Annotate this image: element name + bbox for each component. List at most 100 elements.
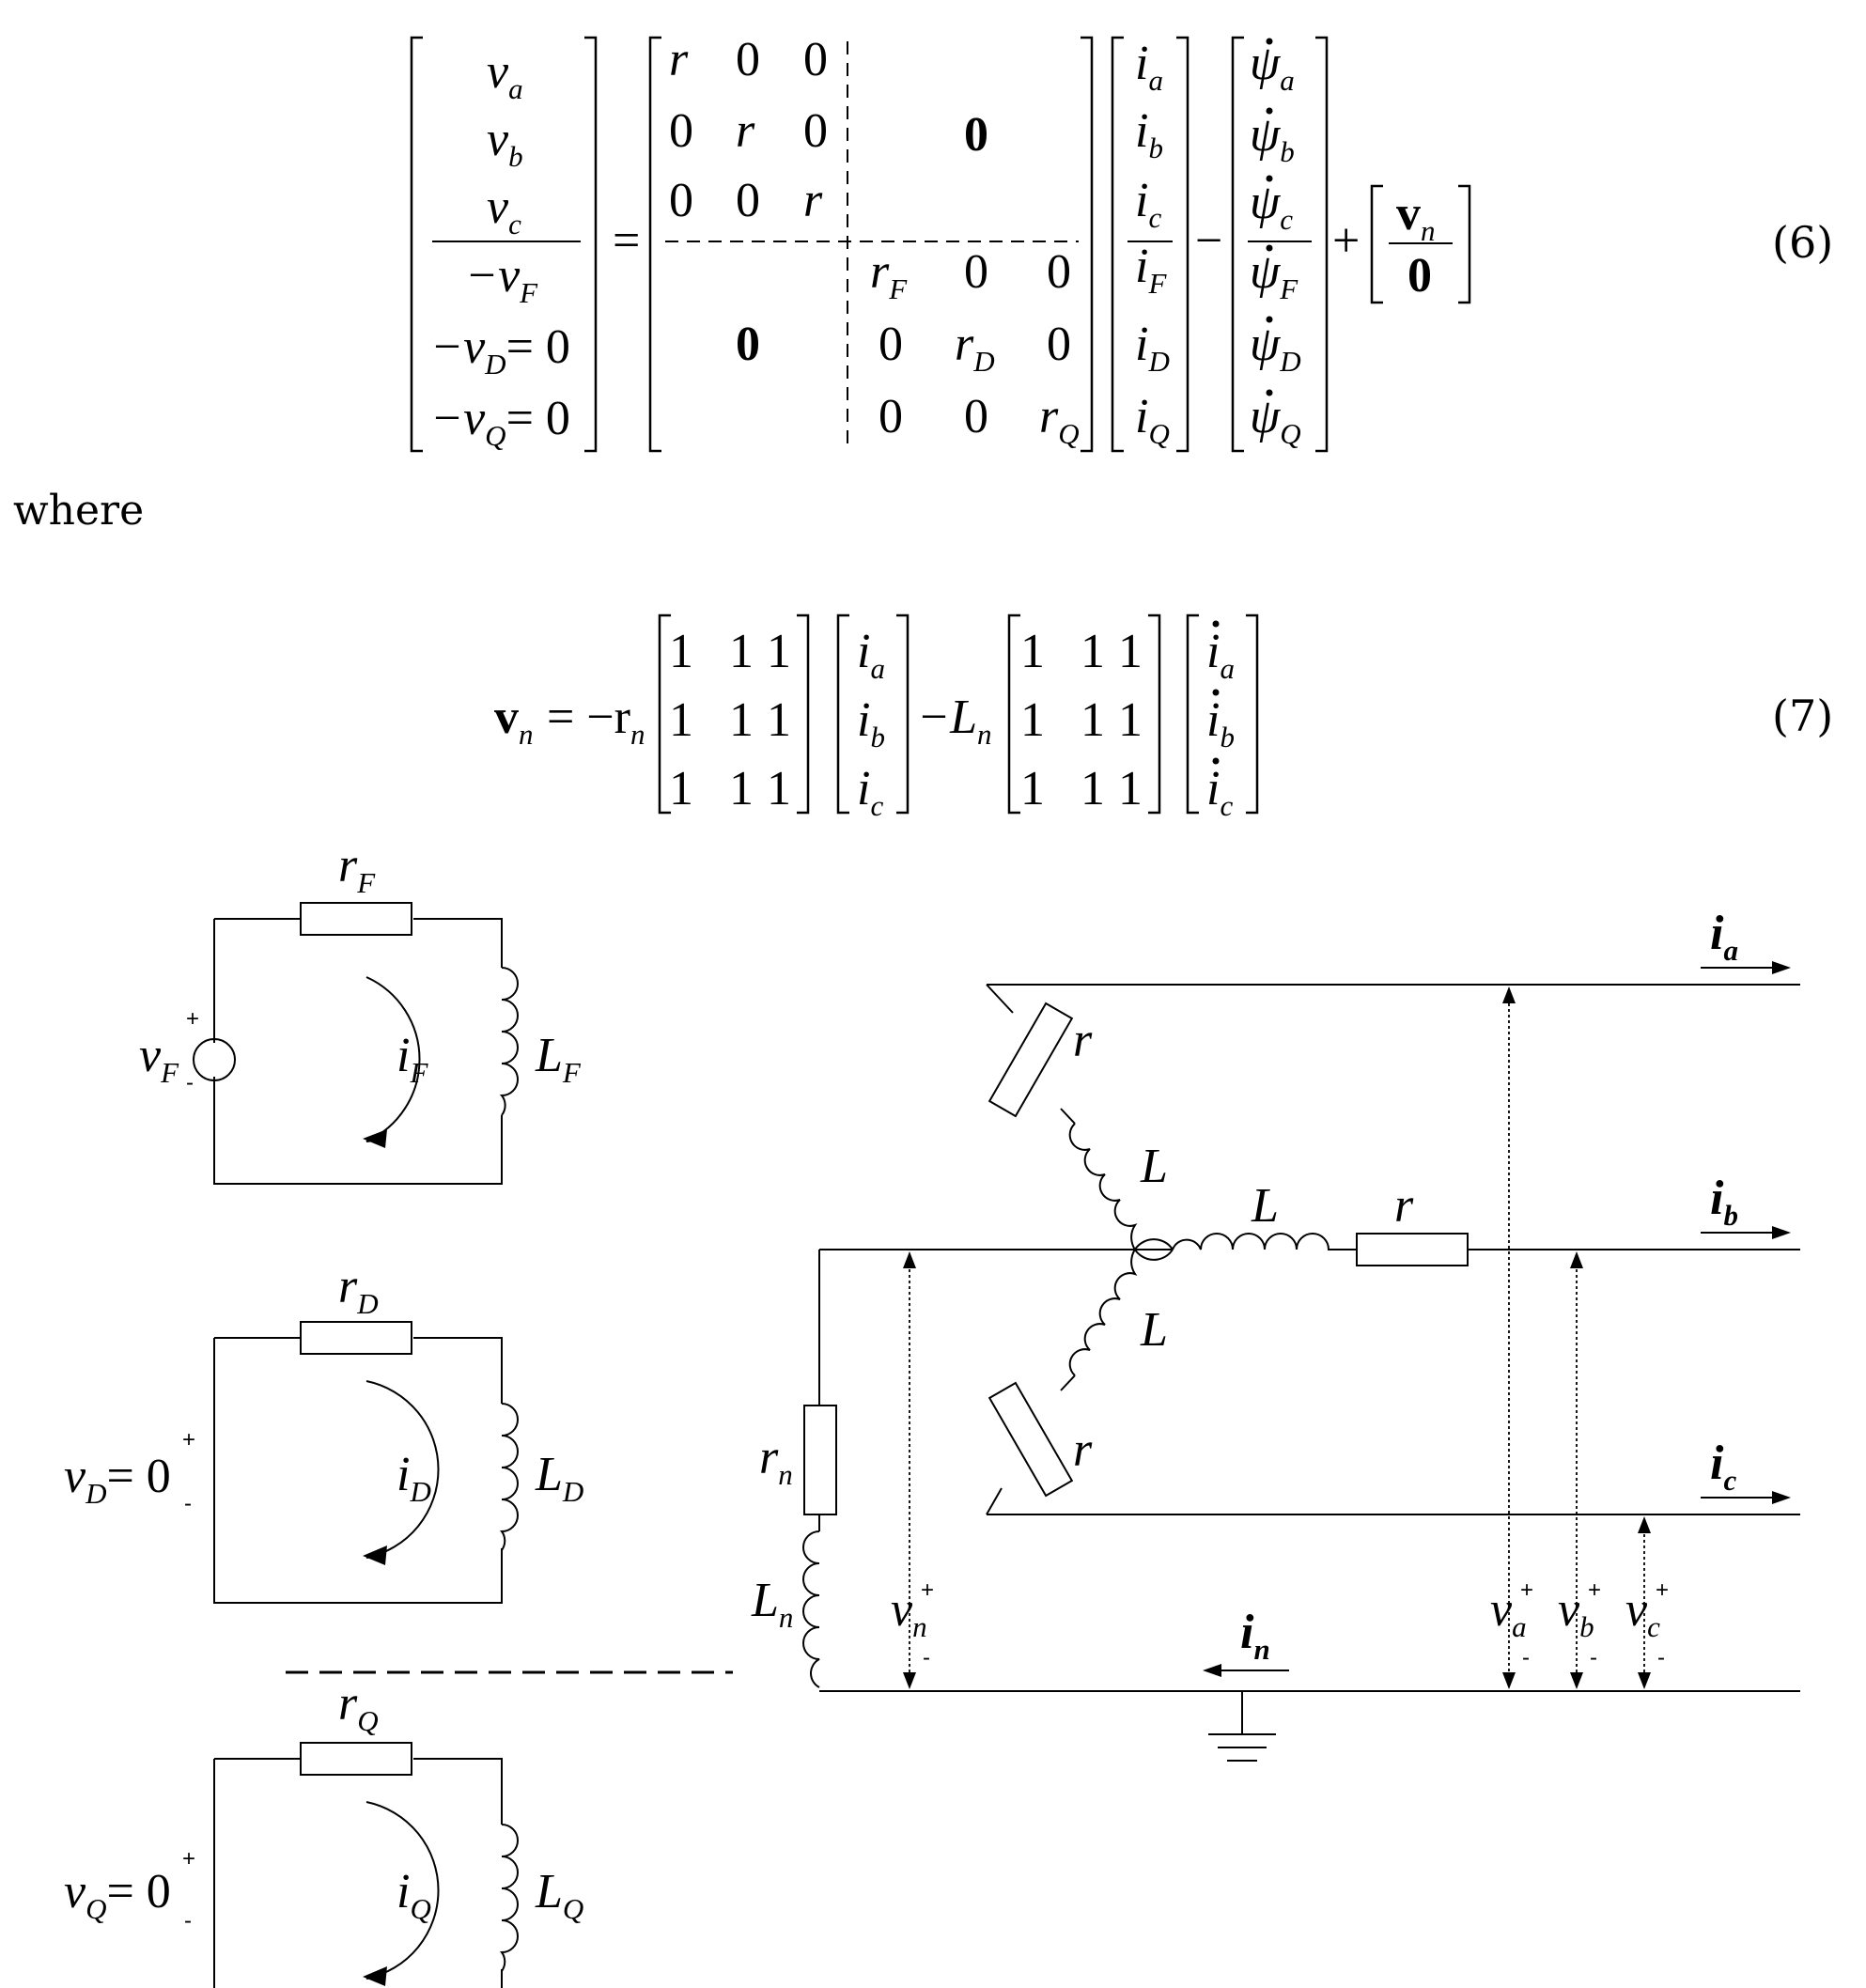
- damper-q-labels: rQ vQ= 0 + - iQ LQ: [64, 1677, 583, 1934]
- svg-text:iD: iD: [1135, 318, 1170, 378]
- stator-labels: r L L r L r rn Ln ia ib ic in vn va vb v…: [751, 907, 1738, 1670]
- equals-sign: =: [613, 214, 640, 268]
- stator-circuit: [802, 984, 1800, 1762]
- svg-text:1: 1: [1020, 625, 1045, 678]
- voltage-arrowheads: [903, 986, 1651, 1689]
- svg-text:r: r: [1073, 1014, 1093, 1067]
- svg-text:ib: ib: [857, 693, 885, 753]
- svg-text:= −rn: = −rn: [547, 691, 645, 751]
- svg-text:ψb: ψb: [1250, 108, 1295, 168]
- svg-text:+: +: [1588, 1577, 1601, 1603]
- svg-text:0: 0: [736, 318, 760, 371]
- svg-text:rF: rF: [338, 839, 376, 899]
- resistance-matrix: r 0 0 0 r 0 0 0 r 0 0 rF 0 0 0 rD 0 0 0 …: [669, 33, 1080, 450]
- svg-text:iQ: iQ: [397, 1865, 431, 1925]
- svg-text:−vQ= 0: −vQ= 0: [430, 392, 570, 452]
- current-vector-abc: ia ib ic: [857, 625, 885, 822]
- svg-text:ib: ib: [1135, 104, 1163, 164]
- svg-text:0: 0: [964, 245, 988, 299]
- svg-text:1: 1: [767, 762, 791, 815]
- ones-matrix-1: 1 1 1 1 1 1 1 1 1: [669, 625, 791, 815]
- svg-text:−Ln: −Ln: [917, 691, 992, 751]
- svg-text:r: r: [803, 174, 823, 227]
- svg-text:ψc: ψc: [1250, 176, 1293, 236]
- svg-text:ψQ: ψQ: [1250, 390, 1301, 450]
- svg-text:vn: vn: [1396, 187, 1436, 247]
- svg-text:vb: vb: [1558, 1583, 1594, 1643]
- svg-text:rD: rD: [955, 318, 995, 378]
- svg-text:r: r: [736, 104, 755, 158]
- svg-text:1: 1: [767, 625, 791, 678]
- svg-text:0: 0: [1047, 245, 1071, 299]
- svg-text:r: r: [1394, 1179, 1414, 1233]
- svg-text:ia: ia: [857, 625, 885, 685]
- svg-text:ic: ic: [1135, 174, 1161, 234]
- svg-text:ic: ic: [857, 762, 883, 822]
- svg-text:-: -: [184, 1908, 192, 1934]
- svg-text:1: 1: [1118, 693, 1143, 747]
- svg-text:rQ: rQ: [1039, 390, 1080, 450]
- svg-text:0: 0: [1047, 318, 1071, 371]
- svg-text:vn: vn: [891, 1583, 927, 1643]
- svg-text:0: 0: [669, 174, 693, 227]
- svg-text:0: 0: [669, 104, 693, 158]
- svg-text:iD: iD: [397, 1448, 431, 1508]
- svg-text:+: +: [186, 1006, 199, 1032]
- svg-text:in: in: [1240, 1606, 1270, 1666]
- equation-7: vn = −rn 1 1 1 1 1 1 1 1 1 ia ib ic −Ln …: [494, 613, 1833, 822]
- svg-text:1: 1: [1081, 625, 1105, 678]
- svg-text:r: r: [1073, 1423, 1093, 1477]
- svg-text:0: 0: [964, 108, 988, 162]
- neutral-voltage-vector: vn 0: [1396, 187, 1436, 303]
- svg-text:0: 0: [879, 390, 903, 443]
- damper-d-labels: rD vD= 0 + - iD LD: [64, 1260, 583, 1516]
- svg-text:L: L: [1140, 1303, 1168, 1357]
- svg-text:ic: ic: [1710, 1437, 1736, 1497]
- field-current-arrowhead: [363, 1129, 387, 1148]
- svg-text:+: +: [1520, 1577, 1533, 1603]
- current-derivative-vector: ia ib ic: [1206, 620, 1235, 822]
- damper-d-circuit: [213, 1321, 519, 1604]
- minus-sign: −: [1195, 214, 1222, 268]
- svg-text:−vF: −vF: [465, 249, 538, 309]
- lhs-vector: va vb vc −vF −vD= 0 −vQ= 0: [430, 45, 570, 452]
- svg-text:ib: ib: [1710, 1172, 1738, 1232]
- svg-text:1: 1: [1020, 693, 1045, 747]
- where-text: where: [13, 487, 144, 535]
- svg-text:vD= 0: vD= 0: [64, 1450, 171, 1510]
- svg-text:1: 1: [1081, 762, 1105, 815]
- svg-text:vn: vn: [494, 691, 534, 751]
- plus-sign: +: [1332, 214, 1360, 268]
- svg-text:ib: ib: [1206, 693, 1235, 753]
- svg-text:0: 0: [736, 174, 760, 227]
- svg-text:0: 0: [803, 33, 828, 86]
- svg-text:L: L: [1251, 1179, 1279, 1233]
- svg-text:ψF: ψF: [1250, 245, 1298, 305]
- svg-text:-: -: [1657, 1645, 1665, 1670]
- field-circuit: [193, 902, 519, 1185]
- svg-text:va: va: [487, 45, 523, 105]
- current-arrows: [1203, 961, 1791, 1677]
- svg-text:-: -: [1590, 1645, 1597, 1670]
- svg-text:-: -: [923, 1645, 930, 1670]
- svg-text:-: -: [1522, 1645, 1530, 1670]
- current-vector: ia ib ic iF iD iQ: [1135, 37, 1170, 450]
- svg-text:+: +: [182, 1427, 195, 1452]
- svg-text:vc: vc: [487, 180, 521, 241]
- svg-text:va: va: [1490, 1583, 1527, 1643]
- svg-text:1: 1: [729, 762, 754, 815]
- svg-text:vb: vb: [487, 113, 523, 173]
- svg-text:-: -: [184, 1491, 192, 1516]
- field-circuit-labels: rF + vF - iF LF: [139, 839, 582, 1095]
- svg-text:0: 0: [803, 104, 828, 158]
- svg-text:ic: ic: [1206, 762, 1233, 822]
- damper-d-current-arrowhead: [363, 1545, 387, 1565]
- svg-text:1: 1: [1118, 625, 1143, 678]
- svg-text:rQ: rQ: [338, 1677, 379, 1737]
- svg-text:1: 1: [1118, 762, 1143, 815]
- svg-text:0: 0: [964, 390, 988, 443]
- svg-text:1: 1: [669, 762, 693, 815]
- equation-number-6: (6): [1772, 217, 1833, 268]
- svg-text:ia: ia: [1710, 907, 1738, 967]
